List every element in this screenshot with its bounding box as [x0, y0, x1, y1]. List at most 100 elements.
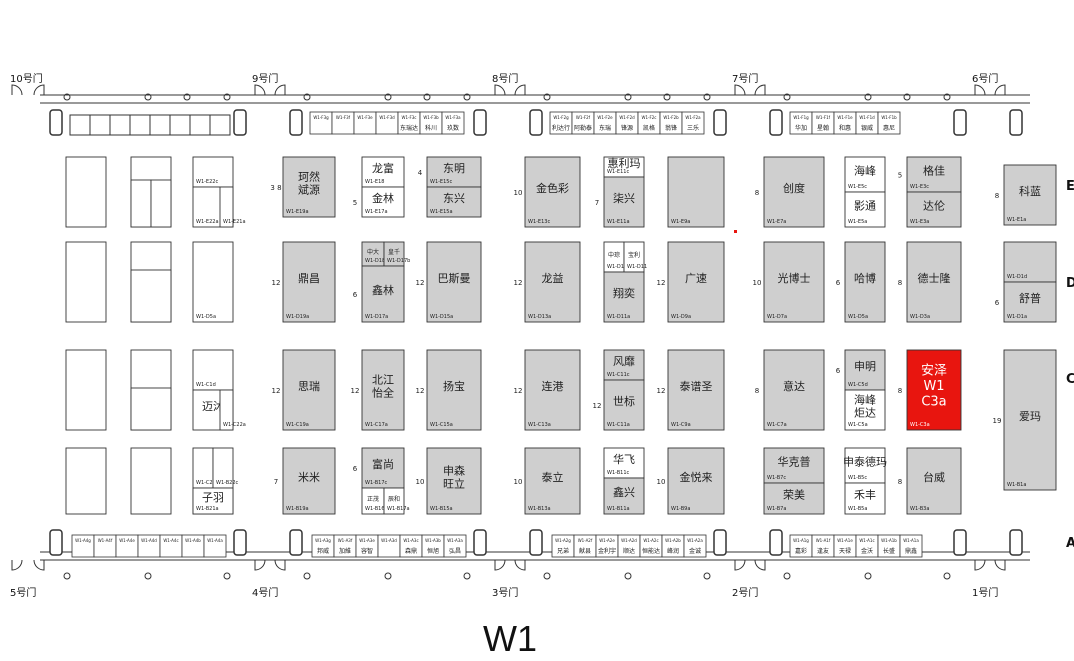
booth-w1-e21a[interactable]: W1-E21a	[219, 186, 246, 228]
booth-w1-d1d[interactable]: W1-D1d	[1003, 241, 1057, 283]
bottom-stall-3[interactable]: W1-A4d	[137, 534, 161, 558]
empty-booth[interactable]	[65, 156, 107, 228]
empty-booth[interactable]	[65, 241, 107, 323]
bottom-stall-0[interactable]: W1-A4g	[71, 534, 95, 558]
empty-booth[interactable]	[130, 387, 172, 431]
booth-w1-b22c[interactable]: W1-B22c	[212, 447, 239, 489]
empty-booth[interactable]	[130, 269, 172, 323]
booth-w1-e9a[interactable]: W1-E9a	[667, 156, 725, 228]
bottom-stall-2[interactable]: W1-A4e	[115, 534, 139, 558]
top-stall-2[interactable]: W1-F3e	[353, 111, 377, 135]
empty-booth[interactable]	[65, 349, 107, 431]
bottom-stall-4[interactable]: W1-A4c	[159, 534, 183, 558]
bottom-stall-6[interactable]: W1-A4a	[203, 534, 227, 558]
top-stall-0[interactable]: W1-F3g	[309, 111, 333, 135]
empty-booth[interactable]	[150, 179, 172, 228]
booth-w1-d5a[interactable]: W1-D5a	[192, 241, 234, 323]
booth-w1-c1d[interactable]: W1-C1d	[192, 349, 234, 391]
bottom-stall-1[interactable]: W1-A4f	[93, 534, 117, 558]
top-stall-1[interactable]: W1-F3f	[331, 111, 355, 135]
bottom-stall-10[interactable]: W1-A3d	[377, 534, 401, 558]
booth-w1-e22c[interactable]: W1-E22c	[192, 156, 234, 188]
empty-booth[interactable]	[65, 447, 107, 515]
empty-booth[interactable]	[130, 447, 172, 515]
